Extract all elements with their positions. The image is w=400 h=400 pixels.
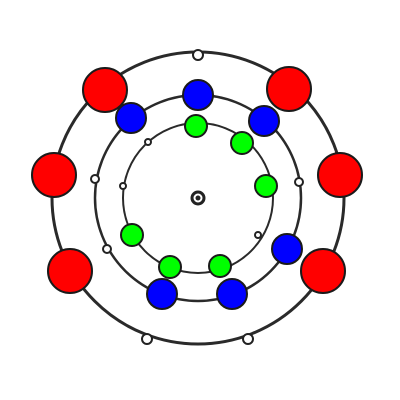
outer-orbit-slot-2	[141, 333, 153, 345]
outer-orbit-red-ball-1	[82, 67, 128, 113]
outer-orbit-red-ball-2	[266, 66, 312, 112]
nucleus-core	[195, 195, 201, 201]
outer-orbit-red-ball-6	[300, 248, 346, 294]
middle-orbit-slot-3	[102, 244, 112, 254]
outer-orbit-red-ball-3	[31, 152, 77, 198]
inner-orbit-green-ball-6	[208, 254, 232, 278]
inner-orbit-slot-2	[119, 182, 127, 190]
outer-orbit-red-ball-5	[47, 248, 93, 294]
outer-orbit-red-ball-4	[317, 152, 363, 198]
outer-orbit-slot-1	[192, 49, 204, 61]
orbit-slots	[90, 49, 304, 345]
middle-orbit-blue-ball-6	[146, 278, 178, 310]
inner-orbit-slot-3	[254, 231, 262, 239]
outer-orbit-slot-3	[242, 333, 254, 345]
inner-orbit-green-ball-1	[184, 114, 208, 138]
inner-orbit-green-ball-5	[158, 255, 182, 279]
middle-orbit-blue-ball-2	[248, 105, 280, 137]
inner-orbit-green-ball-3	[254, 174, 278, 198]
middle-orbit-blue-ball-4	[271, 233, 303, 265]
middle-orbit-slot-1	[90, 174, 100, 184]
inner-orbit-green-ball-4	[120, 223, 144, 247]
middle-orbit-blue-ball-5	[216, 278, 248, 310]
orbit-balls	[31, 66, 363, 310]
middle-orbit-blue-ball-3	[115, 102, 147, 134]
middle-orbit-blue-ball-1	[182, 79, 214, 111]
middle-orbit-slot-2	[294, 177, 304, 187]
inner-orbit-slot-1	[144, 138, 152, 146]
inner-orbit-green-ball-2	[230, 131, 254, 155]
nucleus	[190, 190, 206, 206]
